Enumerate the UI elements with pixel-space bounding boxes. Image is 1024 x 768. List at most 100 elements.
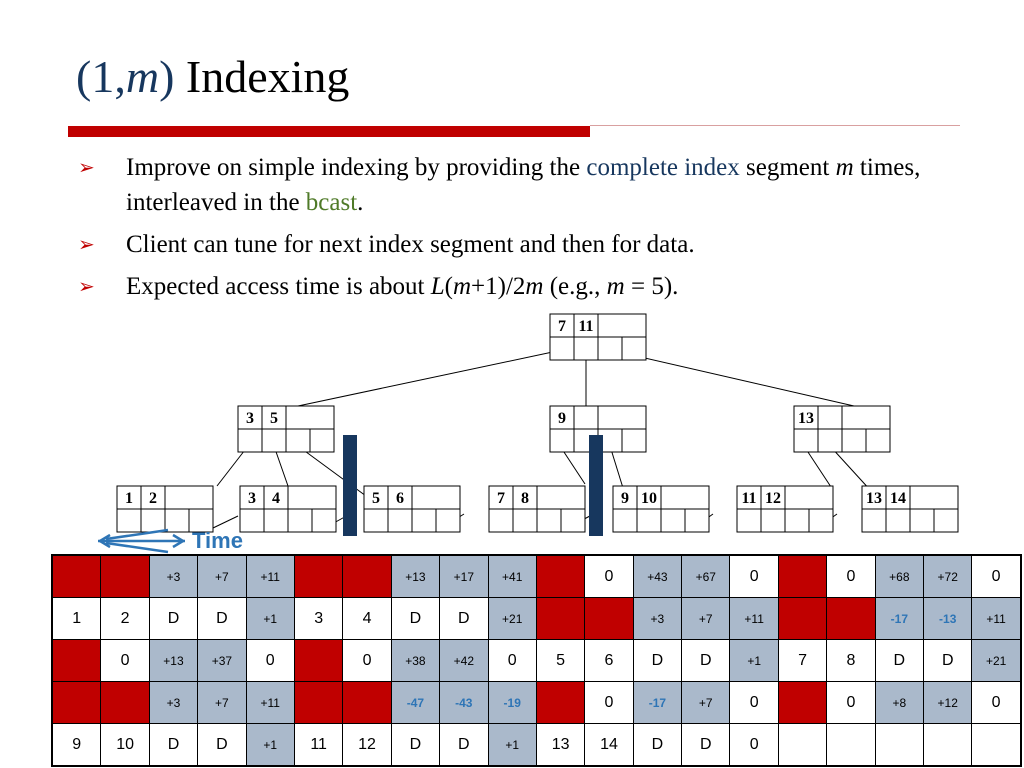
node-key: 12 <box>765 490 781 507</box>
data-cell: 0 <box>826 554 876 598</box>
pointer-offset-cell: +67 <box>681 554 731 598</box>
data-cell: D <box>148 723 199 767</box>
data-cell: 14 <box>584 723 634 767</box>
pointer-offset-cell: +8 <box>874 681 925 724</box>
node-key: 1 <box>125 490 133 507</box>
pointer-cell <box>760 508 786 533</box>
index-key-cell: 9 <box>535 554 586 598</box>
key-cell <box>536 485 586 510</box>
pointer-offset-cell: +41 <box>487 554 537 598</box>
node-key: 7 <box>558 318 566 335</box>
pointer-cell <box>933 508 959 533</box>
math-m: m <box>525 273 544 300</box>
pointer-cell <box>573 336 599 361</box>
index-key-cell: 9 <box>535 681 586 724</box>
pointer-cell <box>239 508 265 533</box>
pointer-offset-cell: +37 <box>197 639 247 682</box>
pointer-offset-cell: +11 <box>245 681 295 724</box>
key-cell <box>285 405 335 430</box>
highlight-bcast: bcast <box>305 189 358 216</box>
data-cell: 0 <box>584 681 634 724</box>
title-paren-open: (1, <box>76 51 126 102</box>
index-segment-marker-1 <box>343 435 357 536</box>
data-cell: D <box>390 723 441 767</box>
pointer-offset-cell: +11 <box>971 597 1022 640</box>
title-paren-close: ) <box>159 51 175 102</box>
highlight-complete-index: complete index <box>586 154 740 181</box>
tree-edge <box>609 349 855 407</box>
tree-root-node: 7 11 <box>549 313 647 361</box>
tree-edge <box>216 445 249 487</box>
pointer-offset-cell: +11 <box>245 554 295 598</box>
index-key-cell: 9 <box>51 639 102 682</box>
pointer-offset-cell: +21 <box>487 597 537 640</box>
pointer-offset-cell: +7 <box>681 597 731 640</box>
node-key: 14 <box>890 490 906 507</box>
pointer-cell <box>387 508 413 533</box>
index-key-cell: 5 <box>342 554 392 598</box>
pointer-offset-cell: +7 <box>197 681 247 724</box>
data-cell <box>923 723 973 767</box>
pointer-offset-cell: +68 <box>874 554 925 598</box>
time-label: Time <box>192 528 243 553</box>
pointer-cell <box>636 508 662 533</box>
pointer-cell <box>865 428 891 453</box>
index-key-cell: 5 <box>826 597 876 640</box>
key-cell <box>817 405 843 430</box>
pointer-offset-negative-cell: -13 <box>923 597 973 640</box>
tree-edge <box>273 445 289 487</box>
pointer-cell <box>621 428 647 453</box>
index-segment-marker-2 <box>589 435 603 536</box>
tree-edge <box>829 445 873 493</box>
index-key-cell: 7 <box>535 597 586 640</box>
pointer-cell <box>263 508 289 533</box>
index-key-cell: 7 <box>51 554 102 598</box>
data-cell: 12 <box>342 723 392 767</box>
pointer-offset-negative-cell: -43 <box>439 681 489 724</box>
pointer-cell <box>621 336 647 361</box>
pointer-offset-cell: +38 <box>390 639 441 682</box>
pointer-offset-cell: +7 <box>197 554 247 598</box>
data-cell: 0 <box>971 681 1022 724</box>
data-cell: D <box>874 639 925 682</box>
pointer-cell <box>411 508 437 533</box>
bullet-text: . <box>357 189 364 216</box>
pointer-cell <box>808 508 834 533</box>
data-cell: 0 <box>245 639 295 682</box>
key-cell <box>597 405 647 430</box>
data-cell <box>777 723 828 767</box>
pointer-cell <box>140 508 166 533</box>
pointer-cell <box>909 508 935 533</box>
pointer-offset-cell: +72 <box>923 554 973 598</box>
node-key: 7 <box>497 490 505 507</box>
index-key-cell: 7 <box>51 681 102 724</box>
pointer-cell <box>660 508 686 533</box>
data-cell: D <box>632 723 683 767</box>
index-key-cell: 3 <box>293 681 344 724</box>
pointer-offset-cell: +21 <box>971 639 1022 682</box>
node-key: 3 <box>246 410 254 427</box>
node-key: 11 <box>578 318 593 335</box>
data-cell: D <box>923 639 973 682</box>
pointer-offset-cell: +11 <box>729 597 779 640</box>
math-m: m <box>452 273 472 300</box>
node-key: 3 <box>248 490 256 507</box>
tree-edge <box>297 349 563 407</box>
pointer-offset-cell: +42 <box>439 639 489 682</box>
data-cell: 5 <box>535 639 586 682</box>
pointer-offset-cell: +1 <box>487 723 537 767</box>
pointer-cell <box>684 508 710 533</box>
data-cell: 2 <box>100 597 150 640</box>
node-key: 6 <box>396 490 404 507</box>
title-m: m <box>125 51 160 102</box>
bullet-text: = 5). <box>624 273 679 300</box>
key-cell <box>287 485 337 510</box>
pointer-cell <box>612 508 638 533</box>
